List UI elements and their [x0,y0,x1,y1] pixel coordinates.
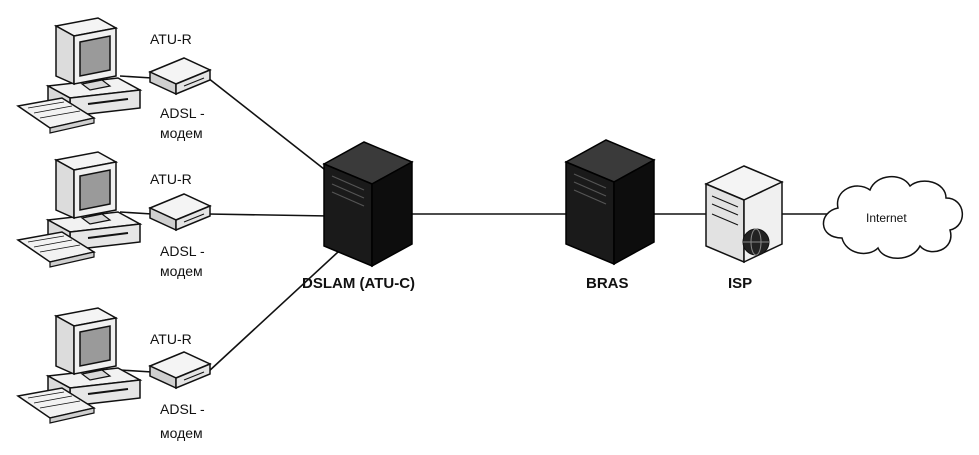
dslam-node: DSLAM (ATU-C) [302,141,415,292]
adsl-modem-icon [149,57,211,95]
link-modem1-dslam [207,77,339,181]
isp-label: ISP [728,275,752,292]
adsl-modem-icon [149,351,211,389]
client-1: ATU-R ADSL - модем [17,17,211,141]
desktop-computer-icon [17,307,141,424]
adsl-modem-icon [149,193,211,231]
link-modem3-dslam [207,251,339,373]
links [119,75,830,373]
atu-label: ATU-R [150,171,192,187]
server-tower-icon [323,141,413,267]
atu-label: ATU-R [150,31,192,47]
modem-label-line2: модем [160,263,203,279]
client-3: ATU-R ADSL - модем [17,307,211,441]
bras-node: BRAS [565,139,655,292]
link-pc3-modem3 [119,369,153,373]
modem-label-line1: ADSL - [160,401,205,417]
modem-label-line2: модем [160,125,203,141]
internet-node: Internet [822,176,964,259]
client-2: ATU-R ADSL - модем [17,151,211,279]
isp-node: ISP [704,165,784,292]
cloud-icon [822,176,964,259]
bras-label: BRAS [586,275,629,292]
link-modem2-dslam [207,213,331,217]
internet-label: Internet [866,211,907,225]
modem-label-line1: ADSL - [160,243,205,259]
server-tower-icon [565,139,655,265]
link-pc1-modem1 [119,75,153,79]
desktop-computer-icon [17,151,141,268]
modem-label-line2: модем [160,425,203,441]
modem-label-line1: ADSL - [160,105,205,121]
link-pc2-modem2 [119,211,153,215]
dslam-label: DSLAM (ATU-C) [302,275,415,292]
atu-label: ATU-R [150,331,192,347]
web-server-icon [704,165,784,264]
